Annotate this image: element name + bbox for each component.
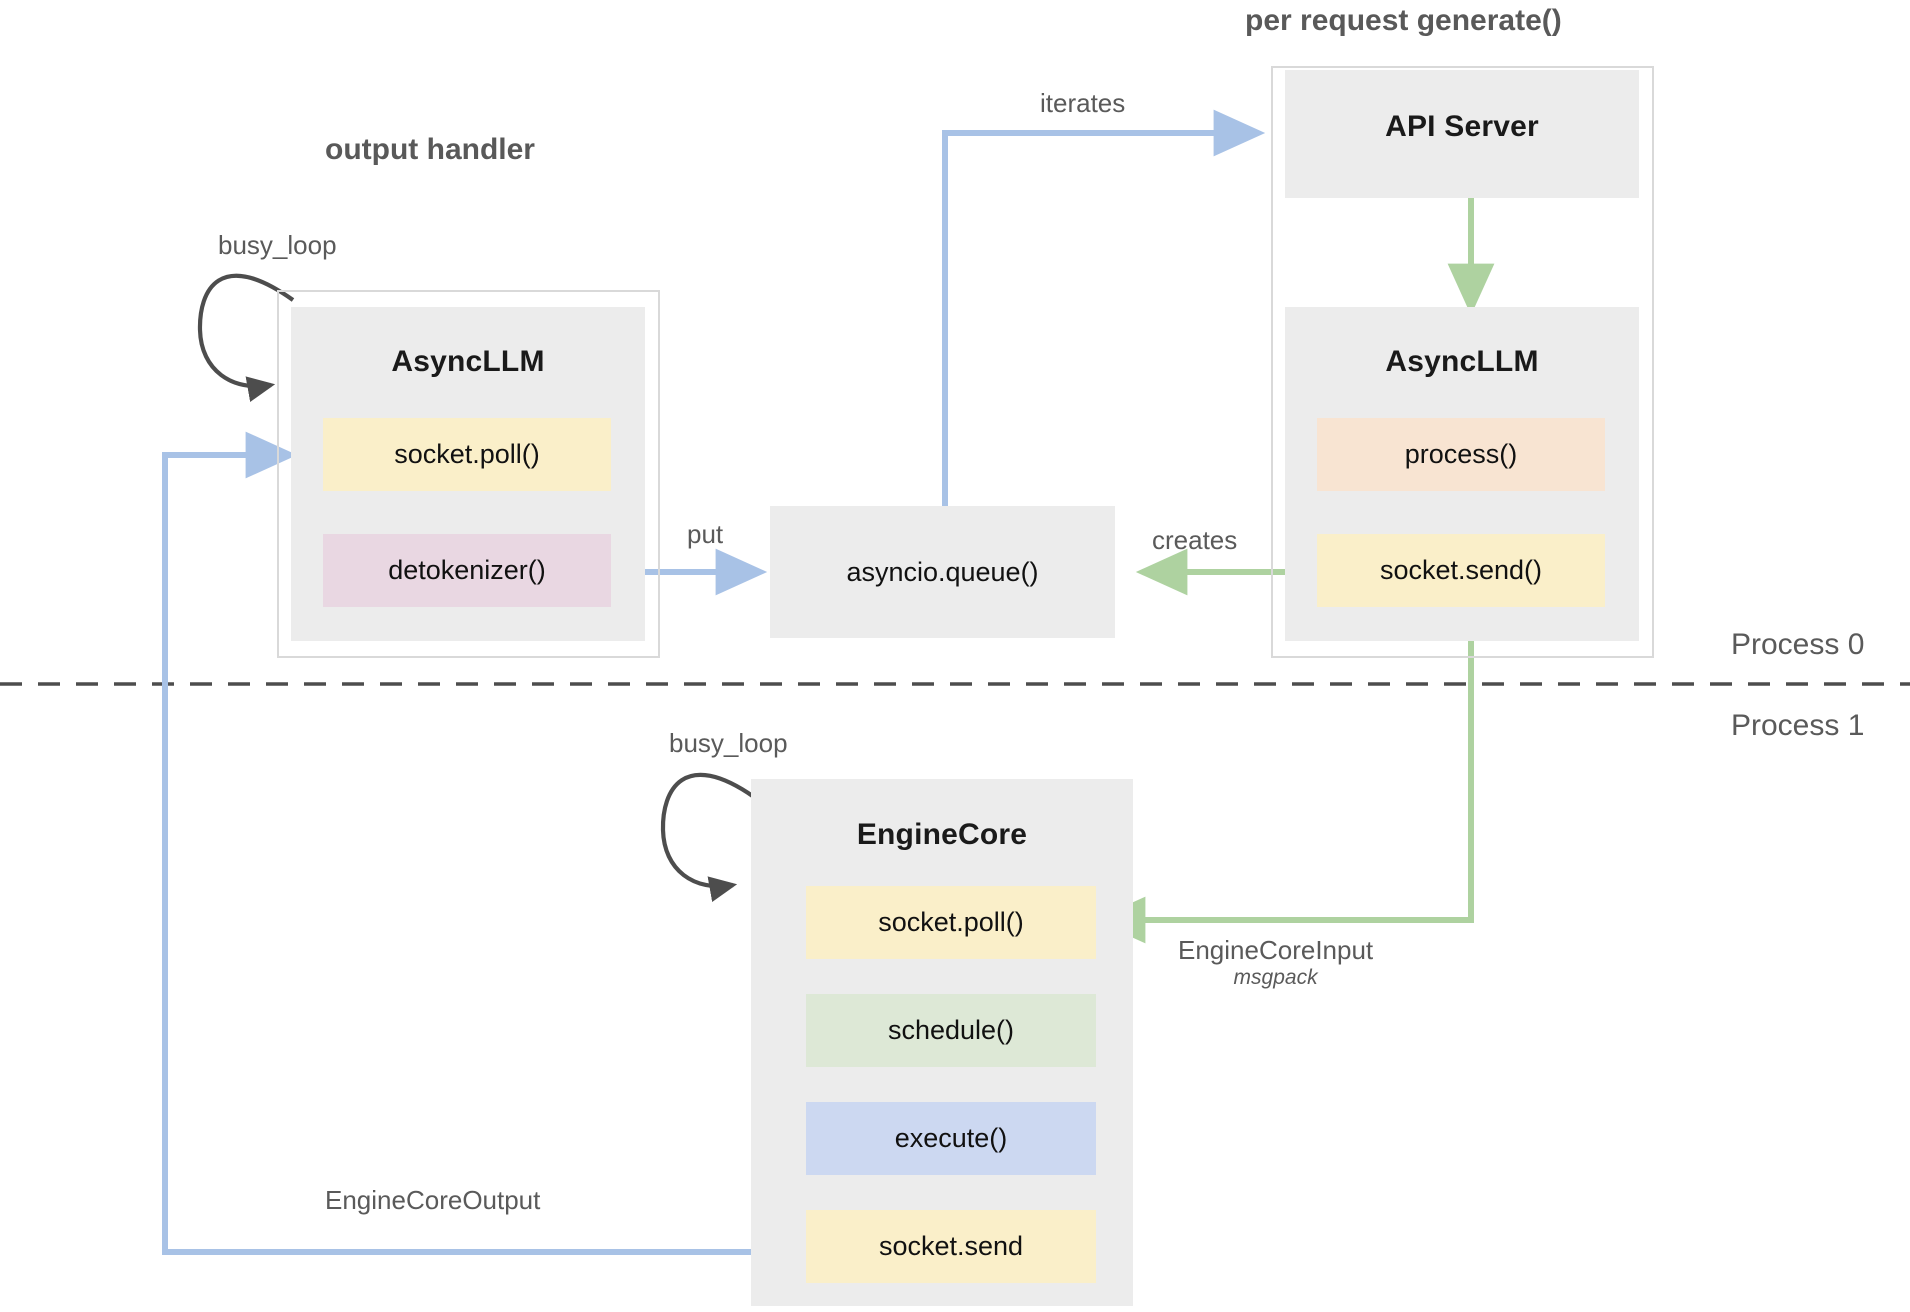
chip-label: schedule() <box>887 1015 1015 1045</box>
component-title-asyncllm-request: AsyncLLM <box>1385 345 1539 378</box>
chip-label: detokenizer() <box>388 555 546 585</box>
chip-label: socket.send() <box>1379 555 1543 585</box>
section-title-output-handler: output handler <box>325 133 535 166</box>
chip-socket-poll-engine-core[interactable]: socket.poll() <box>806 886 1096 959</box>
edge-label-iterates: iterates <box>1040 88 1126 118</box>
busy-loop-arrow-engine-core <box>660 772 756 902</box>
process-label-top: Process 0 <box>1731 628 1865 661</box>
component-title-asyncllm-output: AsyncLLM <box>391 345 545 378</box>
component-api-server[interactable]: API Server <box>1285 70 1639 198</box>
edge-label-msgpack: msgpack <box>1233 966 1318 989</box>
busy-loop-label-engine-core: busy_loop <box>669 728 788 758</box>
chip-label: socket.poll() <box>878 907 1024 937</box>
edge-label-put: put <box>687 519 724 549</box>
chip-socket-poll-output-handler[interactable]: socket.poll() <box>323 418 611 491</box>
chip-label: process() <box>1404 439 1518 469</box>
component-title-engine-core: EngineCore <box>856 818 1028 851</box>
busy-loop-label-output-handler: busy_loop <box>218 230 337 260</box>
chip-label: socket.send <box>878 1231 1024 1261</box>
node-asyncio-queue[interactable]: asyncio.queue() <box>770 506 1115 638</box>
edge-label-creates: creates <box>1152 525 1238 555</box>
output-handler-frame <box>277 290 660 658</box>
section-title-per-request: per request generate() <box>1245 4 1562 37</box>
component-title-api-server: API Server <box>1385 110 1539 143</box>
chip-schedule[interactable]: schedule() <box>806 994 1096 1067</box>
chip-label: socket.poll() <box>394 439 540 469</box>
edge-label-engine-core-input: EngineCoreInput msgpack <box>1178 935 1373 990</box>
chip-label: execute() <box>894 1123 1008 1153</box>
asyncio-queue-label: asyncio.queue() <box>846 556 1039 587</box>
chip-execute[interactable]: execute() <box>806 1102 1096 1175</box>
edge-label-engine-core-input-main: EngineCoreInput <box>1178 935 1374 965</box>
chip-socket-send-asyncllm[interactable]: socket.send() <box>1317 534 1605 607</box>
chip-process[interactable]: process() <box>1317 418 1605 491</box>
process-label-bottom: Process 1 <box>1731 709 1865 742</box>
per-request-frame <box>1271 66 1654 658</box>
edge-label-engine-core-output: EngineCoreOutput <box>325 1185 541 1215</box>
edge-iterates <box>942 109 1266 506</box>
chip-socket-send-engine-core[interactable]: socket.send <box>806 1210 1096 1283</box>
chip-detokenizer[interactable]: detokenizer() <box>323 534 611 607</box>
